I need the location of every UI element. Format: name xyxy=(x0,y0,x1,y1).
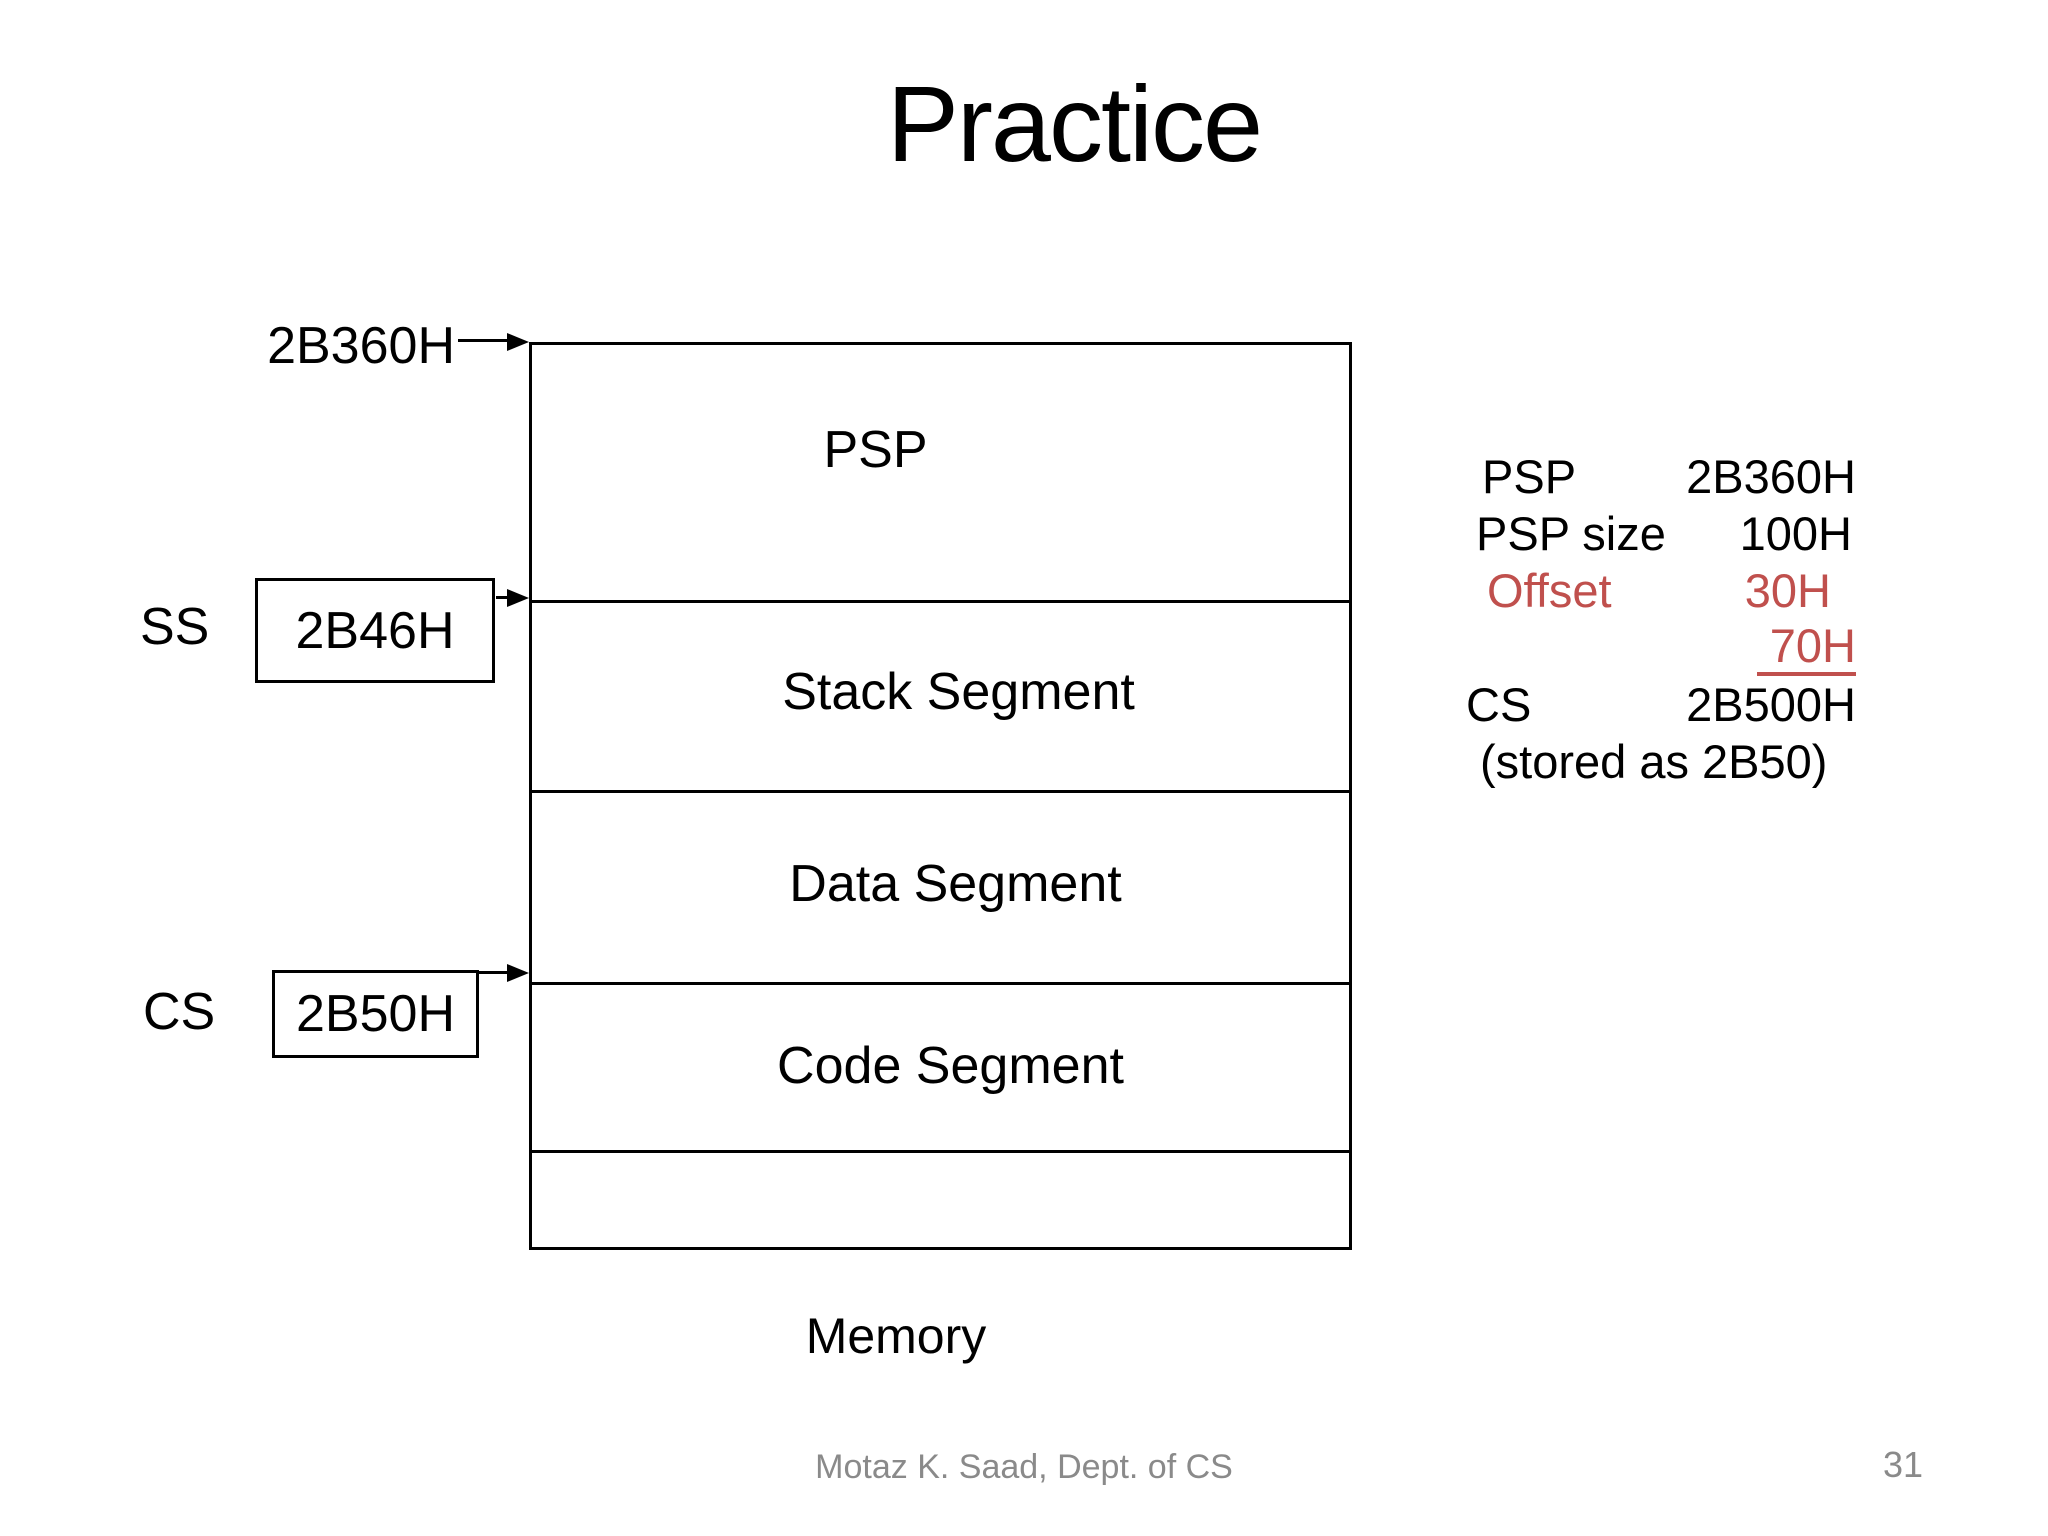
calc-row-offset-sum: 70H xyxy=(1466,619,1856,676)
calc-value: 100H xyxy=(1739,507,1852,560)
segment-label-psp: PSP xyxy=(823,421,928,479)
segment-label-stack: Stack Segment xyxy=(782,663,1135,721)
register-box-ss: 2B46H xyxy=(255,578,495,683)
calc-label: Offset xyxy=(1487,564,1612,617)
ss-arrow-head xyxy=(507,589,529,607)
register-value-ss: 2B46H xyxy=(295,601,455,660)
calc-row-cs: CS 2B500H xyxy=(1466,676,1856,733)
register-name-ss: SS xyxy=(140,598,210,656)
divider-psp-stack xyxy=(532,600,1349,603)
register-name-cs: CS xyxy=(143,983,216,1041)
segment-label-data: Data Segment xyxy=(789,855,1122,913)
calculation-block: PSP 2B360H PSP size 100H Offset 30H 70H … xyxy=(1466,448,1856,790)
cs-arrow-line xyxy=(479,971,509,974)
calc-value: 30H xyxy=(1744,564,1831,617)
calc-row-stored-as: (stored as 2B50) xyxy=(1466,733,1856,790)
divider-stack-data xyxy=(532,790,1349,793)
register-box-cs: 2B50H xyxy=(272,970,479,1058)
calc-label: PSP size xyxy=(1476,507,1666,560)
segment-label-code: Code Segment xyxy=(777,1037,1124,1095)
slide-title: Practice xyxy=(886,63,1263,184)
calc-label: PSP xyxy=(1482,450,1577,503)
calc-value: 2B360H xyxy=(1686,450,1856,503)
divider-data-code xyxy=(532,982,1349,985)
calc-row-psp-size: PSP size 100H xyxy=(1466,505,1856,562)
footer-author: Motaz K. Saad, Dept. of CS xyxy=(815,1448,1233,1486)
ss-arrow-line xyxy=(496,596,509,599)
calc-label: CS xyxy=(1466,678,1532,731)
top-address-arrow-head xyxy=(507,333,529,351)
calc-row-offset: Offset 30H xyxy=(1466,562,1856,619)
memory-caption: Memory xyxy=(805,1308,987,1364)
top-address-arrow-line xyxy=(458,339,509,342)
register-value-cs: 2B50H xyxy=(296,985,455,1043)
calc-value-underlined: 70H xyxy=(1756,619,1856,676)
top-address-label: 2B360H xyxy=(267,317,455,375)
calc-row-psp: PSP 2B360H xyxy=(1466,448,1856,505)
calc-value: 2B500H xyxy=(1686,678,1856,731)
calc-label: (stored as 2B50) xyxy=(1480,735,1828,788)
page-number: 31 xyxy=(1882,1444,1923,1485)
memory-box: PSP Stack Segment Data Segment Code Segm… xyxy=(529,342,1352,1250)
divider-code-empty xyxy=(532,1150,1349,1153)
cs-arrow-head xyxy=(507,964,529,982)
